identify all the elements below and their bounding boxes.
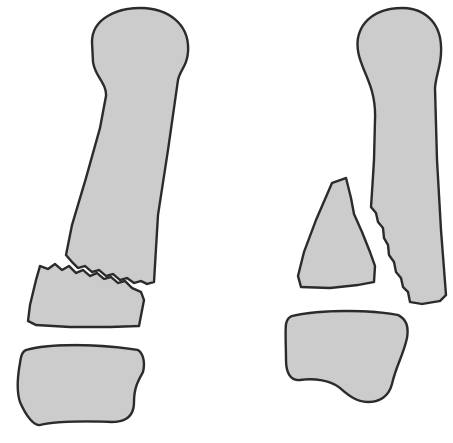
left-distal-base (18, 345, 144, 425)
left-finger-panel (18, 8, 188, 425)
right-distal-base (286, 311, 408, 402)
right-finger-panel (286, 8, 446, 402)
right-triangular-fragment (298, 178, 375, 288)
left-proximal-bone (66, 8, 188, 284)
